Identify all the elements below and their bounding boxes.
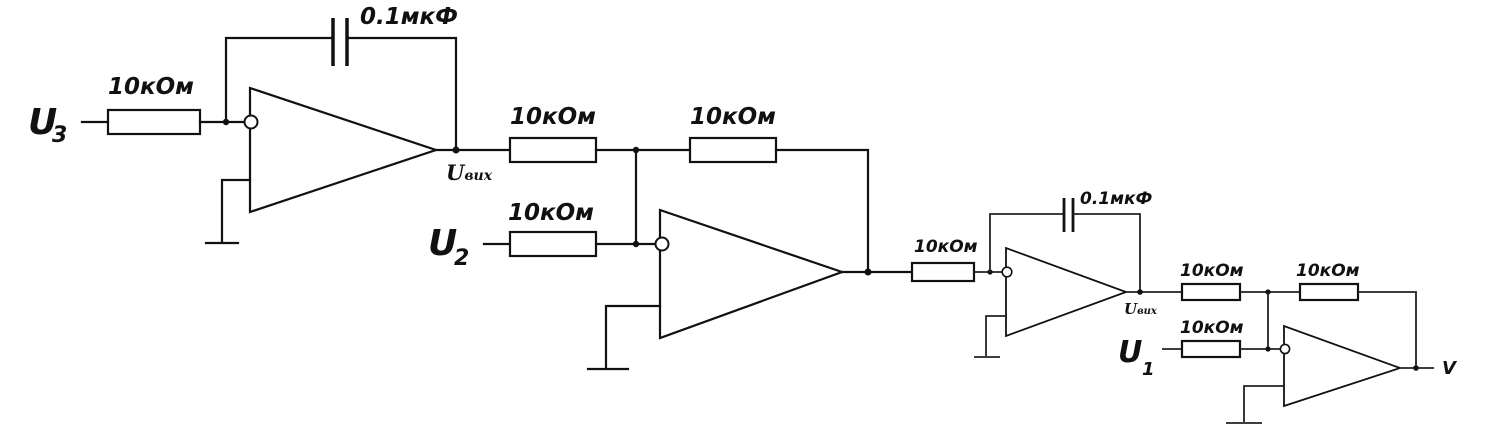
input-u2-label: U <box>428 223 457 264</box>
input-u1-subscript: 1 <box>1142 359 1155 380</box>
opamp-1 <box>248 86 440 214</box>
inverting-input-circle <box>654 236 670 252</box>
resistor-u1-in-label: 10кОм <box>1180 318 1244 338</box>
resistor-u3-in <box>106 108 202 136</box>
resistor-u1-in <box>1180 339 1242 359</box>
inverting-input-circle <box>1279 343 1291 355</box>
opamp-3 <box>1005 246 1129 338</box>
output-v-label: V <box>1442 358 1458 379</box>
resistor-u2-in-label: 10кОм <box>508 200 594 226</box>
wire <box>774 148 870 274</box>
resistor-sum2-a <box>1180 282 1242 302</box>
inverting-input-circle <box>243 114 259 130</box>
wire <box>604 304 662 370</box>
wire <box>220 178 252 244</box>
capacitor-1-label: 0.1мкФ <box>360 4 458 30</box>
stage-4-summer: 10кОм 10кОм U 1 10кОм V <box>1118 261 1458 424</box>
stage-2-summer: 10кОм 10кОм U 2 10кОм <box>428 104 914 371</box>
junction-dot <box>452 146 460 154</box>
input-u3-label: U <box>28 102 57 143</box>
capacitor-2-label: 0.1мкФ <box>1080 189 1153 209</box>
resistor-sum1-fb-label: 10кОм <box>690 104 776 130</box>
junction-dot <box>1265 346 1271 352</box>
node-uvyx-1: Uвих <box>446 160 493 185</box>
wire <box>1358 291 1417 368</box>
junction-dot <box>1413 365 1419 371</box>
junction-dot <box>1137 289 1143 295</box>
resistor-sum2-a-label: 10кОм <box>1180 261 1244 281</box>
input-u1-label: U <box>1118 335 1142 370</box>
wire <box>989 213 1064 272</box>
input-u2-subscript: 2 <box>454 246 469 271</box>
node-uvyx-2: Uвих <box>1124 300 1158 318</box>
wire <box>224 36 335 124</box>
stage-1-integrator: U 3 10кОм 0.1мкФ Uвих <box>28 4 512 245</box>
wire <box>1073 213 1141 292</box>
resistor-sum2-fb <box>1298 282 1360 302</box>
resistor-u3-in-label: 10кОм <box>108 74 194 100</box>
resistor-sum1-fb <box>688 136 778 164</box>
resistor-int2-in <box>910 261 976 283</box>
input-u3-subscript: 3 <box>52 123 67 148</box>
resistor-sum1-a <box>508 136 598 164</box>
wire <box>345 36 458 152</box>
resistor-sum1-a-label: 10кОм <box>510 104 596 130</box>
junction-dot <box>864 268 872 276</box>
resistor-sum2-fb-label: 10кОм <box>1296 261 1360 281</box>
wire <box>1243 385 1284 422</box>
inverting-input-circle <box>1001 266 1013 278</box>
opamp-4 <box>1283 324 1403 408</box>
opamp-2 <box>658 208 846 340</box>
wire <box>985 315 1006 356</box>
stage-3-integrator: 10кОм 0.1мкФ Uвих <box>910 189 1182 358</box>
resistor-u2-in <box>508 230 598 258</box>
resistor-int2-in-label: 10кОм <box>914 237 978 257</box>
junction-dot <box>632 240 640 248</box>
